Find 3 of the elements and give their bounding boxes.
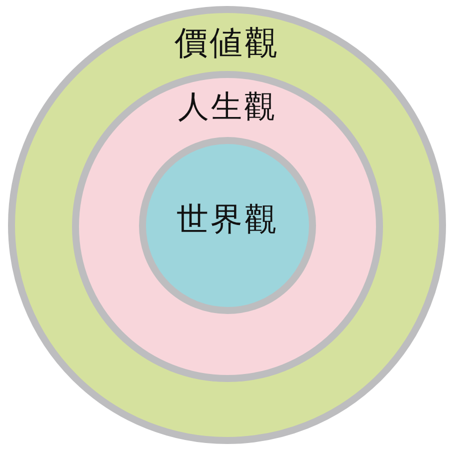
circle-label: 價値觀 [174,26,280,58]
circle-label: 世界觀 [176,203,278,235]
circle-label: 人生觀 [178,92,277,122]
